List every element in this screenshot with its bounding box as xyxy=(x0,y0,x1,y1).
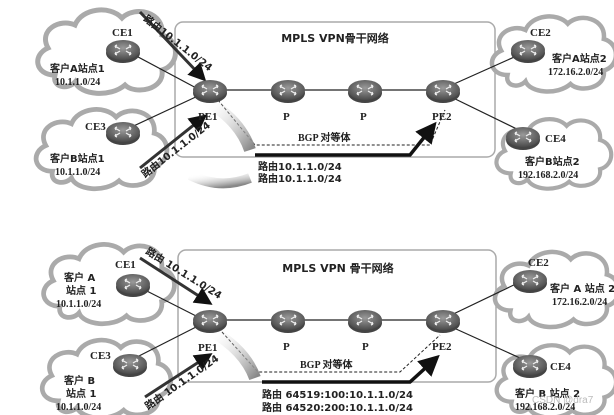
router-ce4 xyxy=(505,126,541,151)
label-ce2: CE2 xyxy=(528,257,549,269)
backbone-title: MPLS VPN 骨干网络 xyxy=(282,261,393,275)
advertised-route-1: 路由 64519:100:10.1.1.0/24 xyxy=(262,388,413,401)
bgp-peer-label: BGP 对等体 xyxy=(298,131,352,144)
route-arrow-ce3 xyxy=(139,114,208,170)
label-ce2: CE2 xyxy=(530,27,551,39)
router-ce4 xyxy=(512,354,548,379)
site-a2-prefix: 172.16.2.0/24 xyxy=(552,297,607,308)
route-advertise-arrow xyxy=(255,121,437,157)
label-p2: P xyxy=(362,341,369,353)
site-a1-name: 客户A站点1 xyxy=(49,62,105,75)
backbone-title: MPLS VPN骨干网络 xyxy=(281,31,389,45)
site-b1-name: 客户B站点1 xyxy=(49,152,105,165)
router-p1 xyxy=(270,79,306,104)
site-a2-prefix: 172.16.2.0/24 xyxy=(548,67,603,78)
advertised-route-1: 路由10.1.1.0/24 xyxy=(258,160,342,173)
import-swoosh xyxy=(206,324,261,381)
router-pe2 xyxy=(425,309,461,334)
site-b2-name: 客户 B 站点 2 xyxy=(514,387,580,400)
label-ce4: CE4 xyxy=(550,361,571,373)
site-a1-prefix: 10.1.1.0/24 xyxy=(56,299,101,310)
site-a1-name-line1: 客户 A xyxy=(63,271,95,284)
route-arrow-ce3 xyxy=(144,353,213,399)
label-pe2: PE2 xyxy=(432,111,452,123)
diagram-1: MPLS VPN骨干网络 CE1 CE3 PE1 P P PE2 xyxy=(36,10,614,189)
site-a1-name-line2: 站点 1 xyxy=(66,284,96,297)
label-pe2: PE2 xyxy=(432,341,452,353)
site-b1-name-line1: 客户 B xyxy=(63,374,95,387)
label-p1: P xyxy=(283,111,290,123)
advertised-route-2: 路由10.1.1.0/24 xyxy=(258,172,342,185)
export-swoosh xyxy=(187,170,252,189)
router-pe1 xyxy=(192,79,228,104)
label-ce4: CE4 xyxy=(545,133,566,145)
route-advertise-arrow xyxy=(262,354,440,384)
router-pe2 xyxy=(425,79,461,104)
router-ce2 xyxy=(512,269,548,294)
router-p2 xyxy=(347,79,383,104)
label-ce1: CE1 xyxy=(115,259,136,271)
diagram-2: MPLS VPN 骨干网络 CE1 CE3 PE1 P P PE2 CE2 xyxy=(42,244,614,415)
router-pe1 xyxy=(192,309,228,334)
router-ce2 xyxy=(510,39,546,64)
label-ce3: CE3 xyxy=(85,121,106,133)
site-b2-name: 客户B站点2 xyxy=(524,155,580,168)
router-p1 xyxy=(270,309,306,334)
watermark: CSDN @dra7 xyxy=(532,395,594,406)
router-ce3 xyxy=(112,353,148,378)
label-p1: P xyxy=(283,341,290,353)
route-arrow-ce1 xyxy=(138,10,207,82)
site-b2-prefix: 192.168.2.0/24 xyxy=(515,402,575,413)
label-p2: P xyxy=(360,111,367,123)
router-p2 xyxy=(347,309,383,334)
site-b1-prefix: 10.1.1.0/24 xyxy=(55,167,100,178)
site-a2-name: 客户 A 站点 2 xyxy=(549,282,614,295)
label-pe1: PE1 xyxy=(198,342,218,354)
label-ce3: CE3 xyxy=(90,350,111,362)
router-ce1 xyxy=(105,39,141,64)
bgp-peer-label: BGP 对等体 xyxy=(300,358,354,371)
advertised-route-2: 路由 64520:200:10.1.1.0/24 xyxy=(262,401,413,414)
label-pe1: PE1 xyxy=(198,111,218,123)
site-b1-name-line2: 站点 1 xyxy=(66,387,96,400)
site-a1-prefix: 10.1.1.0/24 xyxy=(55,77,100,88)
links xyxy=(134,281,521,359)
site-a2-name: 客户A站点2 xyxy=(551,52,607,65)
router-ce1 xyxy=(115,273,151,298)
route-arrow-ce1 xyxy=(139,256,213,305)
site-b2-prefix: 192.168.2.0/24 xyxy=(518,170,578,181)
bgp-peer-line xyxy=(217,99,446,146)
label-ce1: CE1 xyxy=(112,27,133,39)
router-ce3 xyxy=(105,121,141,146)
import-swoosh xyxy=(201,94,256,153)
site-b1-prefix: 10.1.1.0/24 xyxy=(56,402,101,413)
